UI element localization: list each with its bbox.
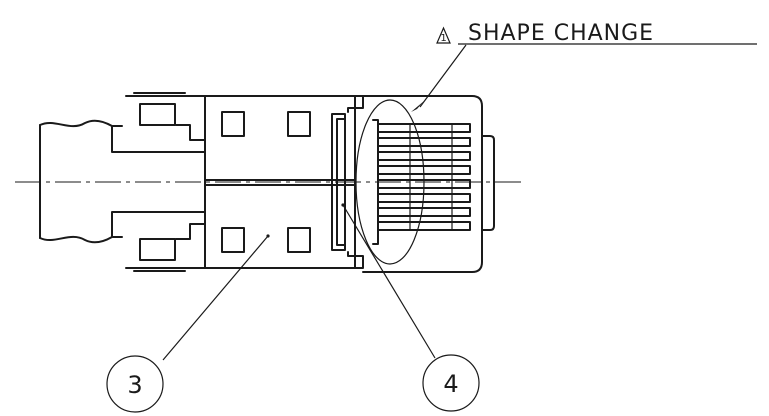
revision-leader (419, 44, 467, 108)
cable (39, 119, 206, 244)
revision-arrowhead (411, 101, 424, 112)
change-highlight-ellipse (355, 99, 425, 265)
revision-triangle-icon (436, 26, 451, 44)
balloon-3: 3 (106, 234, 270, 413)
latch-tabs (125, 92, 206, 272)
balloon-4-label: 4 (443, 370, 458, 398)
revision-number: 1 (440, 33, 446, 44)
balloon-4: 4 (341, 203, 480, 412)
revision-note: 1 SHAPE CHANGE (411, 21, 757, 112)
balloon-3-label: 3 (127, 371, 142, 399)
plug-front (331, 95, 495, 273)
revision-text: SHAPE CHANGE (468, 21, 654, 46)
